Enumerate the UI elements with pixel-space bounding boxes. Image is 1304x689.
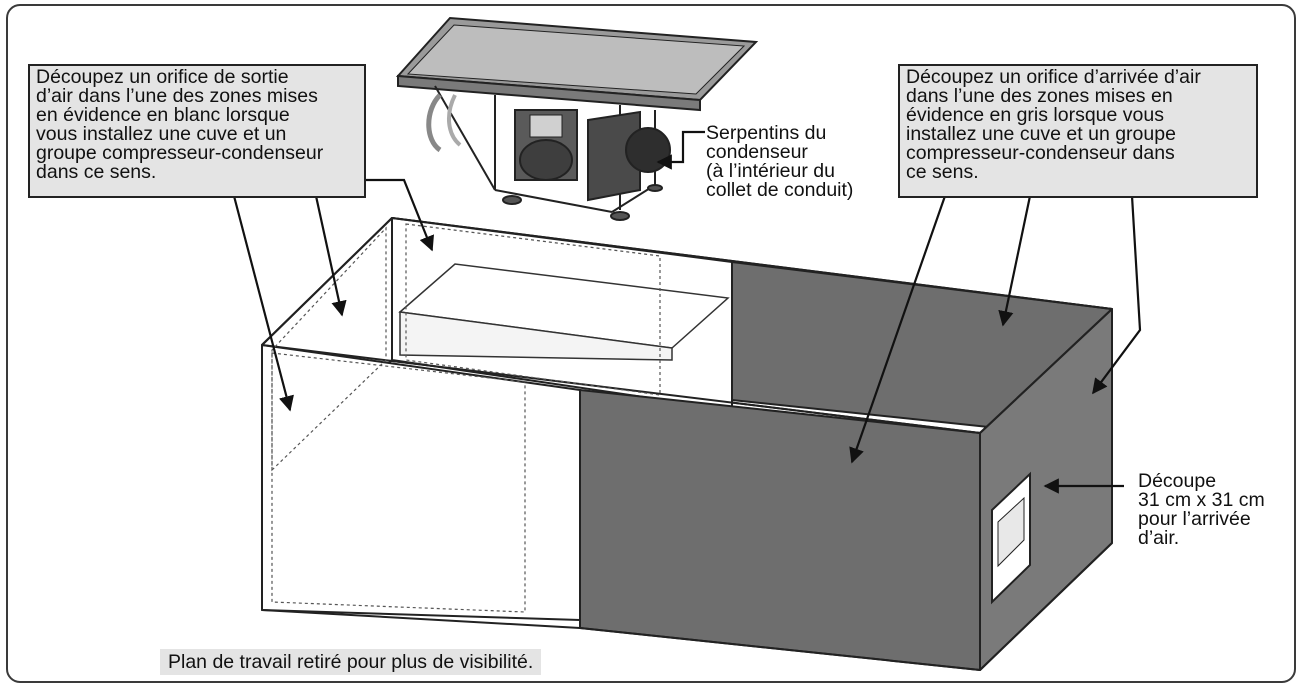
dashed-zone-outlines — [271, 223, 661, 613]
condenser-coils-label: Serpentins du condenseur (à l’intérieur … — [706, 122, 854, 201]
front-white-zone — [261, 344, 581, 621]
left-callout: Découpez un orifice de sortie d’air dans… — [28, 64, 366, 198]
front-gray-zone — [579, 389, 981, 671]
countertop-removed-note: Plan de travail retiré pour plus de visi… — [160, 649, 542, 675]
right-callout: Découpez un orifice d’arrivée d’air dans… — [898, 64, 1258, 198]
cabinet-box — [261, 217, 1113, 671]
air-inlet-cutout — [991, 471, 1031, 605]
cutout-size-label: Découpe 31 cm x 31 cm pour l’arrivée d’a… — [1138, 470, 1265, 549]
box-edges — [261, 309, 1113, 671]
condensing-unit — [395, 16, 759, 221]
inner-tank — [398, 263, 730, 361]
leader-lines — [232, 130, 1142, 494]
